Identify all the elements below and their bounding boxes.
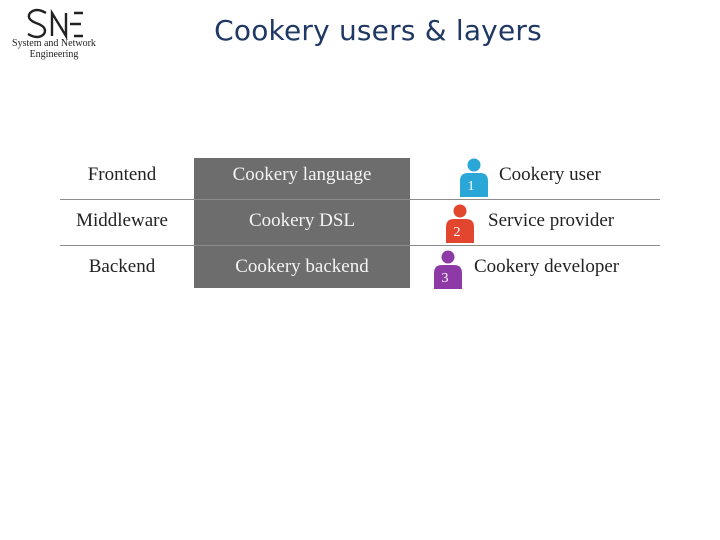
component-cookery-dsl: Cookery DSL (248, 210, 356, 231)
row-divider (60, 199, 660, 200)
component-cookery-language: Cookery language (232, 164, 372, 185)
person-icon: 3 (434, 250, 462, 289)
role-service-provider: Service provider (488, 210, 615, 231)
slide-title: Cookery users & layers (214, 14, 542, 47)
role-number: 2 (454, 225, 461, 240)
component-column (194, 158, 410, 288)
role-cookery-developer: Cookery developer (474, 256, 620, 277)
component-cookery-backend: Cookery backend (235, 256, 369, 277)
layer-middleware: Middleware (76, 210, 168, 231)
sne-logo-mark (27, 8, 83, 40)
person-icon: 2 (446, 204, 474, 243)
row-divider (60, 245, 660, 246)
sne-logo: System and Network Engineering (2, 8, 114, 66)
layer-frontend: Frontend (87, 164, 157, 185)
person-icon: 1 (460, 158, 488, 197)
role-number: 3 (442, 271, 449, 286)
logo-line-2: Engineering (29, 49, 79, 60)
logo-caption: System and Network Engineering (2, 38, 106, 60)
role-number: 1 (468, 179, 475, 194)
layers-table: Frontend Cookery language 1 Cookery user… (60, 153, 660, 289)
role-cookery-user: Cookery user (499, 164, 601, 185)
logo-line-1: System and Network (12, 38, 96, 49)
layer-backend: Backend (88, 256, 156, 277)
